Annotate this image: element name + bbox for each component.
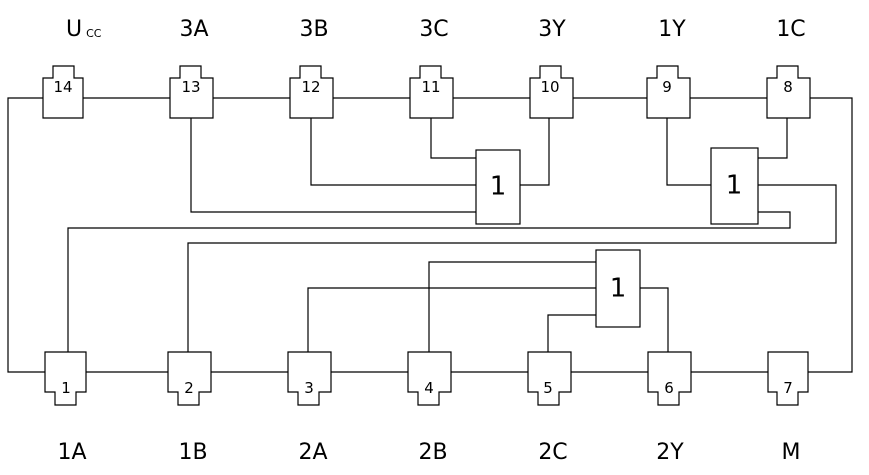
- gate-2-symbol: 1: [610, 274, 627, 304]
- bottom-pin-7: 7: [767, 351, 809, 406]
- gate-3-symbol: 1: [490, 172, 507, 202]
- pin-3-number: 3: [304, 379, 314, 397]
- pin-3-outline: [287, 351, 332, 406]
- gate3-input-3b-wire: [310, 118, 476, 186]
- right-loop-wire: [808, 97, 853, 373]
- pin-2-number: 2: [184, 379, 194, 397]
- top-pin-9: 9: [646, 65, 691, 119]
- pin-5-number: 5: [543, 379, 553, 397]
- pin-14-outline: [42, 65, 84, 119]
- pin-14-label: U CC: [66, 17, 102, 42]
- gate-3: 1: [475, 149, 521, 225]
- gate-1: 1: [710, 147, 759, 225]
- pin-12-number: 12: [301, 78, 320, 96]
- pin-2-outline: [167, 351, 212, 406]
- gate3-input-3a-wire: [190, 118, 476, 213]
- pin-12-label: 3B: [299, 17, 328, 42]
- pin-4-label: 2B: [418, 440, 447, 465]
- gate1-input-1c-wire: [758, 118, 788, 159]
- pin-4-outline: [407, 351, 452, 406]
- gate-1-symbol: 1: [726, 171, 743, 201]
- pin-14-number: 14: [53, 78, 72, 96]
- pin-14-label-main: U: [66, 17, 82, 42]
- top-pin-labels: U CC 3A 3B 3C 3Y 1Y 1C: [66, 17, 806, 42]
- top-pin-14: 14: [42, 65, 84, 119]
- pin-5-label: 2C: [538, 440, 567, 465]
- pin-9-number: 9: [662, 78, 672, 96]
- pin-8-number: 8: [783, 78, 793, 96]
- top-pin-11: 11: [409, 65, 454, 119]
- pin-2-label: 1B: [178, 440, 207, 465]
- pin-3-label: 2A: [298, 440, 327, 465]
- gate-1-box: [710, 147, 759, 225]
- pin-14-label-sub: CC: [86, 27, 102, 40]
- pin-7-label: M: [782, 440, 801, 465]
- bottom-pin-5: 5: [527, 351, 572, 406]
- pin-11-number: 11: [421, 78, 440, 96]
- pin-6-label: 2Y: [656, 440, 684, 465]
- gate2-output-2y-wire: [640, 287, 669, 352]
- top-pin-13: 13: [169, 65, 214, 119]
- gate3-input-3c-wire: [430, 118, 476, 159]
- bottom-pin-3: 3: [287, 351, 332, 406]
- pin-12-outline: [289, 65, 334, 119]
- pin-10-number: 10: [540, 78, 559, 96]
- pin-7-number: 7: [783, 379, 793, 397]
- bottom-pin-2: 2: [167, 351, 212, 406]
- pin-7-outline: [767, 351, 809, 406]
- pin-10-label: 3Y: [538, 17, 566, 42]
- top-pin-12: 12: [289, 65, 334, 119]
- gate2-input-2b-wire: [428, 261, 596, 352]
- gate1-input-1a-wire: [67, 211, 791, 352]
- bottom-pin-6: 6: [647, 351, 692, 406]
- gate1-input-1b-wire: [187, 184, 837, 352]
- bottom-pin-labels: 1A 1B 2A 2B 2C 2Y M: [57, 440, 800, 465]
- gate-2-box: [595, 249, 641, 328]
- gate2-input-2a-wire: [307, 287, 596, 352]
- pin-11-outline: [409, 65, 454, 119]
- pin-11-label: 3C: [419, 17, 448, 42]
- bottom-pin-1: 1: [44, 351, 87, 406]
- left-loop-wire: [7, 97, 45, 373]
- top-pin-10: 10: [529, 65, 574, 119]
- gate1-output-1y-wire: [666, 118, 711, 186]
- gate-2: 1: [595, 249, 641, 328]
- wiring: [7, 97, 853, 373]
- pin-1-label: 1A: [57, 440, 86, 465]
- pin-1-number: 1: [61, 379, 71, 397]
- gate2-input-2c-wire: [547, 314, 596, 352]
- pin-9-label: 1Y: [658, 17, 686, 42]
- pin-1-outline: [44, 351, 87, 406]
- pin-10-outline: [529, 65, 574, 119]
- pin-6-number: 6: [664, 379, 674, 397]
- pin-4-number: 4: [424, 379, 434, 397]
- pin-8-outline: [766, 65, 811, 119]
- bottom-pin-4: 4: [407, 351, 452, 406]
- top-pin-8: 8: [766, 65, 811, 119]
- pin-13-number: 13: [181, 78, 200, 96]
- pin-5-outline: [527, 351, 572, 406]
- pin-13-outline: [169, 65, 214, 119]
- pin-9-outline: [646, 65, 691, 119]
- pin-6-outline: [647, 351, 692, 406]
- gate3-output-3y-wire: [520, 118, 550, 186]
- pin-8-label: 1C: [776, 17, 805, 42]
- gate-3-box: [475, 149, 521, 225]
- pin-13-label: 3A: [179, 17, 208, 42]
